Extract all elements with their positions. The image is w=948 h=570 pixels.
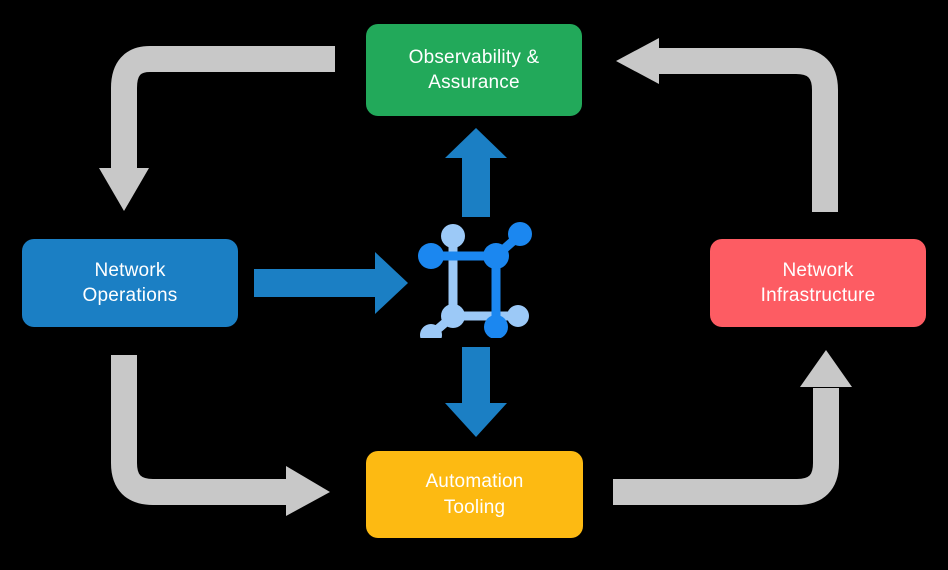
network-topology-icon <box>418 222 532 338</box>
arrow-automation-to-infrastructure-group <box>613 350 852 505</box>
arrow-path-bl <box>111 355 288 505</box>
node-box-observability[interactable]: Observability & Assurance <box>366 24 582 116</box>
arrow-operations-to-automation-group <box>111 355 330 516</box>
node-box-network-operations[interactable]: Network Operations <box>22 239 238 327</box>
arrow-shaft-center-obs <box>462 155 490 217</box>
node-label-observability: Observability & Assurance <box>408 46 540 93</box>
arrow-observability-to-operations-group <box>99 46 335 211</box>
arrow-head-tr <box>616 38 659 84</box>
arrow-head-bl <box>286 466 330 516</box>
arrow-head-ops-center <box>375 252 408 314</box>
arrow-head-tl <box>99 168 149 211</box>
node-box-automation-tooling[interactable]: Automation Tooling <box>366 451 583 538</box>
arrow-head-br <box>800 350 852 387</box>
node-label-automation-tooling: Automation Tooling <box>425 471 524 518</box>
topology-nodes-secondary <box>420 224 529 338</box>
arrow-path-tl <box>111 46 335 170</box>
arrow-head-center-auto <box>445 403 507 437</box>
arrow-path-tr <box>657 48 838 212</box>
topology-nodes-primary <box>418 222 532 338</box>
arrow-shaft-ops-center <box>254 269 382 297</box>
arrow-shaft-center-auto <box>462 347 490 406</box>
arrow-operations-to-center-group <box>254 252 408 314</box>
node-box-network-infrastructure[interactable]: Network Infrastructure <box>710 239 926 327</box>
arrow-head-center-obs <box>445 128 507 158</box>
node-label-network-infrastructure: Network Infrastructure <box>760 259 876 306</box>
arrow-infrastructure-to-observability-group <box>616 38 838 212</box>
arrow-center-to-automation-group <box>445 347 507 437</box>
arrow-center-to-observability-group <box>445 128 507 217</box>
node-label-network-operations: Network Operations <box>82 259 178 306</box>
arrow-path-br <box>613 388 839 505</box>
